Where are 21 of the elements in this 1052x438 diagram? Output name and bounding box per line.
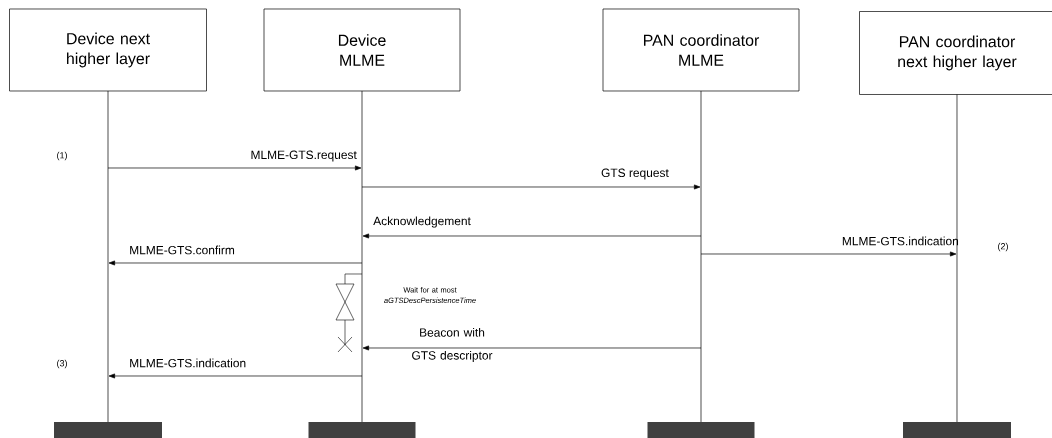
message-label: MLME-GTS.indication xyxy=(130,358,246,368)
message-arrow xyxy=(108,260,363,266)
participant-box: PAN coordinator next higher layer xyxy=(859,11,1052,95)
message-label: Beacon with GTS descriptor xyxy=(412,327,493,362)
participant-box: PAN coordinator MLME xyxy=(602,8,800,92)
message-arrow xyxy=(107,165,362,171)
note-text: (1) xyxy=(57,151,67,161)
message-arrow xyxy=(362,233,702,239)
message-label: GTS request xyxy=(601,168,669,180)
note-text: (3) xyxy=(57,359,67,369)
participant-box: Device next higher layer xyxy=(9,8,207,92)
message-label: MLME-GTS.confirm xyxy=(130,245,235,255)
message-arrow xyxy=(362,345,702,351)
message-label: Acknowledgement xyxy=(373,216,471,228)
note-text: (2) xyxy=(998,242,1008,252)
message-arrow xyxy=(700,251,957,257)
message-label: MLME-GTS.request xyxy=(251,150,357,162)
participant-box: Device MLME xyxy=(263,8,461,92)
message-arrow xyxy=(361,184,701,190)
message-arrow xyxy=(108,373,363,379)
message-label: MLME-GTS.indication xyxy=(842,236,958,246)
